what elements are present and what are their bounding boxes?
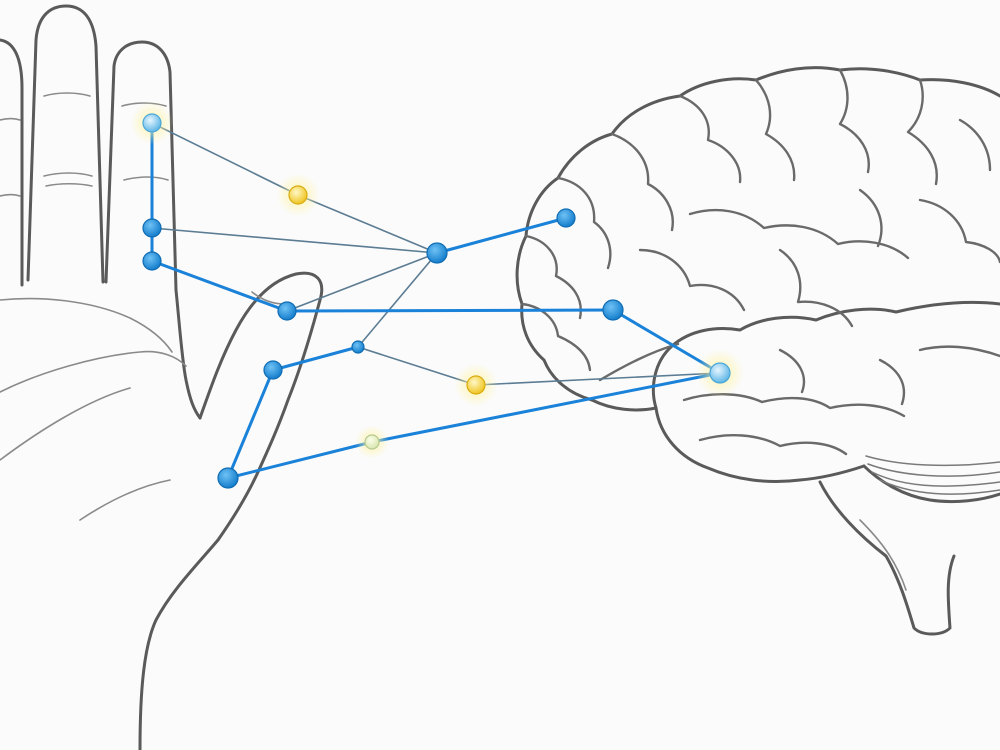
node-hub-small <box>351 340 365 354</box>
temporal-gyrus-3 <box>918 345 1000 358</box>
node-thumb-tip <box>277 301 297 321</box>
pinky-finger-outline <box>0 38 24 287</box>
link-thumb-base-to-hub-yellow-3 <box>226 440 374 480</box>
link-thumb-tip-to-hub-center <box>286 252 438 312</box>
link-hub-yellow-1-to-hub-center <box>297 194 438 254</box>
central-sulcus <box>688 208 910 260</box>
mid-gyrus-2 <box>778 248 854 328</box>
brain-drawing <box>515 66 1000 636</box>
cerebellum-fold-4 <box>865 455 1000 467</box>
temporal-gyrus-5 <box>878 358 906 406</box>
node-index-mid <box>142 218 162 238</box>
temporal-gyrus-2 <box>698 434 848 456</box>
pinky-crease-1 <box>0 117 21 121</box>
node-brain-front <box>556 208 576 228</box>
hand-drawing <box>0 4 324 750</box>
top-gyrus-4 <box>906 78 938 186</box>
node-hub-center <box>426 242 448 264</box>
top-gyrus-2 <box>754 78 796 182</box>
middle-finger-outline <box>104 40 178 292</box>
link-index-tip-to-hub-yellow-1 <box>151 122 299 196</box>
pinky-crease-2 <box>0 193 21 197</box>
mid-gyrus-4 <box>858 188 883 248</box>
ring-crease-1 <box>43 92 91 97</box>
frontal-gyrus-3 <box>524 234 582 320</box>
connection-lines <box>150 121 722 480</box>
palm-crease-head <box>0 350 187 393</box>
palm-crease-life <box>0 387 131 461</box>
thumb-outline <box>198 271 324 542</box>
frontal-gyrus-2 <box>556 176 612 270</box>
node-index-tip <box>142 113 162 133</box>
node-thumb-mid <box>263 360 283 380</box>
cerebellum-fold-3 <box>867 463 1000 477</box>
link-hub-center-to-hub-small <box>357 252 438 348</box>
brainstem-outline <box>818 480 956 636</box>
top-gyrus-1 <box>678 94 742 184</box>
index-finger-outline <box>174 288 202 420</box>
cerebellum-fold-1 <box>871 471 1000 487</box>
temporal-lobe-outline <box>651 300 1000 410</box>
temporal-gyrus-4 <box>778 348 806 394</box>
brainstem-line <box>859 519 907 591</box>
ring-crease-2 <box>43 172 93 177</box>
node-hub-yellow-3 <box>364 434 380 450</box>
node-hub-yellow-2 <box>466 375 486 395</box>
mid-gyrus-1 <box>638 248 746 312</box>
wrist-outline <box>138 538 220 750</box>
node-index-base <box>142 251 162 271</box>
node-glows <box>130 101 744 459</box>
link-thumb-mid-to-hub-small <box>271 345 360 372</box>
palm-crease-heart <box>0 297 173 353</box>
node-hub-yellow-1 <box>288 185 308 205</box>
node-thumb-base <box>217 467 239 489</box>
mid-gyrus-3 <box>918 198 1000 264</box>
link-thumb-mid-to-thumb-base <box>226 368 275 480</box>
frontal-gyrus-1 <box>610 132 674 232</box>
link-index-base-to-thumb-tip <box>150 259 289 313</box>
connection-nodes <box>142 113 731 489</box>
node-brain-temporal <box>709 362 731 384</box>
frontal-gyrus-4 <box>520 302 592 372</box>
ring-crease-3 <box>45 182 93 187</box>
link-thumb-tip-to-brain-motor <box>285 308 615 313</box>
link-index-mid-to-hub-center <box>151 227 438 254</box>
cerebrum-outline <box>515 66 1000 412</box>
link-hub-yellow-2-to-brain-temporal <box>475 372 721 386</box>
link-hub-yellow-3-to-brain-temporal <box>370 371 722 444</box>
link-hub-center-to-brain-front <box>435 216 568 255</box>
sylvian-fissure <box>598 342 680 382</box>
node-brain-motor <box>602 299 624 321</box>
ring-finger-outline <box>26 4 105 284</box>
top-gyrus-3 <box>838 68 870 174</box>
temporal-gyrus-1 <box>682 393 906 418</box>
palm-crease-lower <box>79 479 171 521</box>
cerebellum-fold-2 <box>879 479 1000 495</box>
parietal-gyrus <box>958 118 992 172</box>
temporal-bottom-outline <box>654 406 866 483</box>
middle-crease-2 <box>123 176 169 181</box>
